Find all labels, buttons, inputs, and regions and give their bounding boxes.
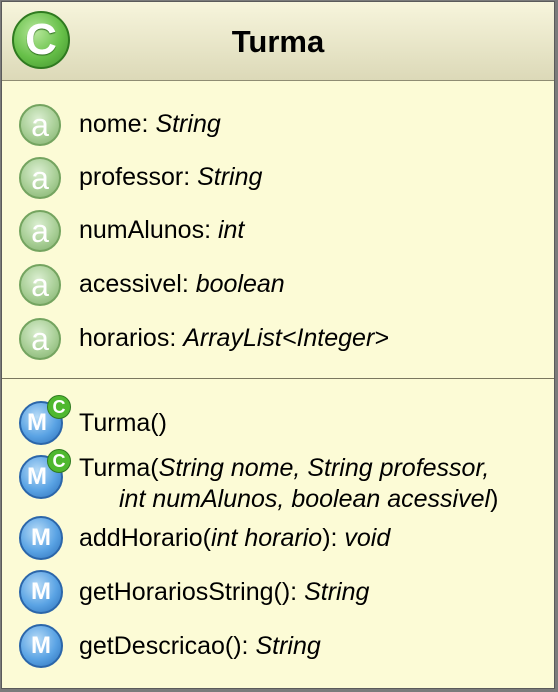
attribute-icon: a xyxy=(19,104,61,146)
attribute-icon: a xyxy=(19,264,61,306)
constructor-icon: M C xyxy=(19,449,71,499)
attribute-row: a professor: String xyxy=(2,152,554,202)
attribute-icon: a xyxy=(19,157,61,199)
attribute-icon: a xyxy=(19,318,61,360)
method-signature: getDescricao(): String xyxy=(79,632,321,660)
attribute-icon: a xyxy=(19,210,61,252)
attribute-type: int xyxy=(217,216,245,244)
attribute-type: ArrayList<Integer> xyxy=(183,324,389,352)
constructor-badge-icon: C xyxy=(47,395,71,419)
method-row: M getHorariosString(): String xyxy=(2,567,554,617)
method-icon: M xyxy=(19,516,63,560)
attribute-row: a numAlunos: int xyxy=(2,205,554,255)
method-signature: addHorario(int horario): void xyxy=(79,524,391,552)
attribute-type: String xyxy=(197,163,263,191)
method-row: M addHorario(int horario): void xyxy=(2,513,554,563)
method-row: M getDescricao(): String xyxy=(2,621,554,671)
method-signature: getHorariosString(): String xyxy=(79,578,370,606)
class-icon: C xyxy=(12,11,70,69)
method-signature-continued: int numAlunos, boolean acessivel) xyxy=(119,485,499,513)
attribute-name: nome: xyxy=(79,110,156,138)
attribute-row: a nome: String xyxy=(2,99,554,149)
attribute-type: boolean xyxy=(195,270,285,298)
constructor-badge-icon: C xyxy=(47,449,71,473)
attribute-name: horarios: xyxy=(79,324,184,352)
method-signature: Turma(String nome, String professor, xyxy=(79,454,490,482)
attribute-row: a acessivel: boolean xyxy=(2,259,554,309)
attribute-row: a horarios: ArrayList<Integer> xyxy=(2,313,554,363)
constructor-icon: M C xyxy=(19,395,71,445)
method-signature: Turma() xyxy=(79,409,167,437)
attribute-type: String xyxy=(155,110,221,138)
method-row: M C Turma() xyxy=(2,395,554,448)
method-icon: M xyxy=(19,570,63,614)
method-icon: M xyxy=(19,624,63,668)
section-divider xyxy=(2,378,554,379)
attribute-name: numAlunos: xyxy=(79,216,218,244)
attribute-name: acessivel: xyxy=(79,270,196,298)
class-header: C Turma xyxy=(2,2,554,81)
attribute-name: professor: xyxy=(79,163,198,191)
class-name: Turma xyxy=(231,24,325,59)
method-row: M C Turma(String nome, String professor,… xyxy=(2,449,554,522)
